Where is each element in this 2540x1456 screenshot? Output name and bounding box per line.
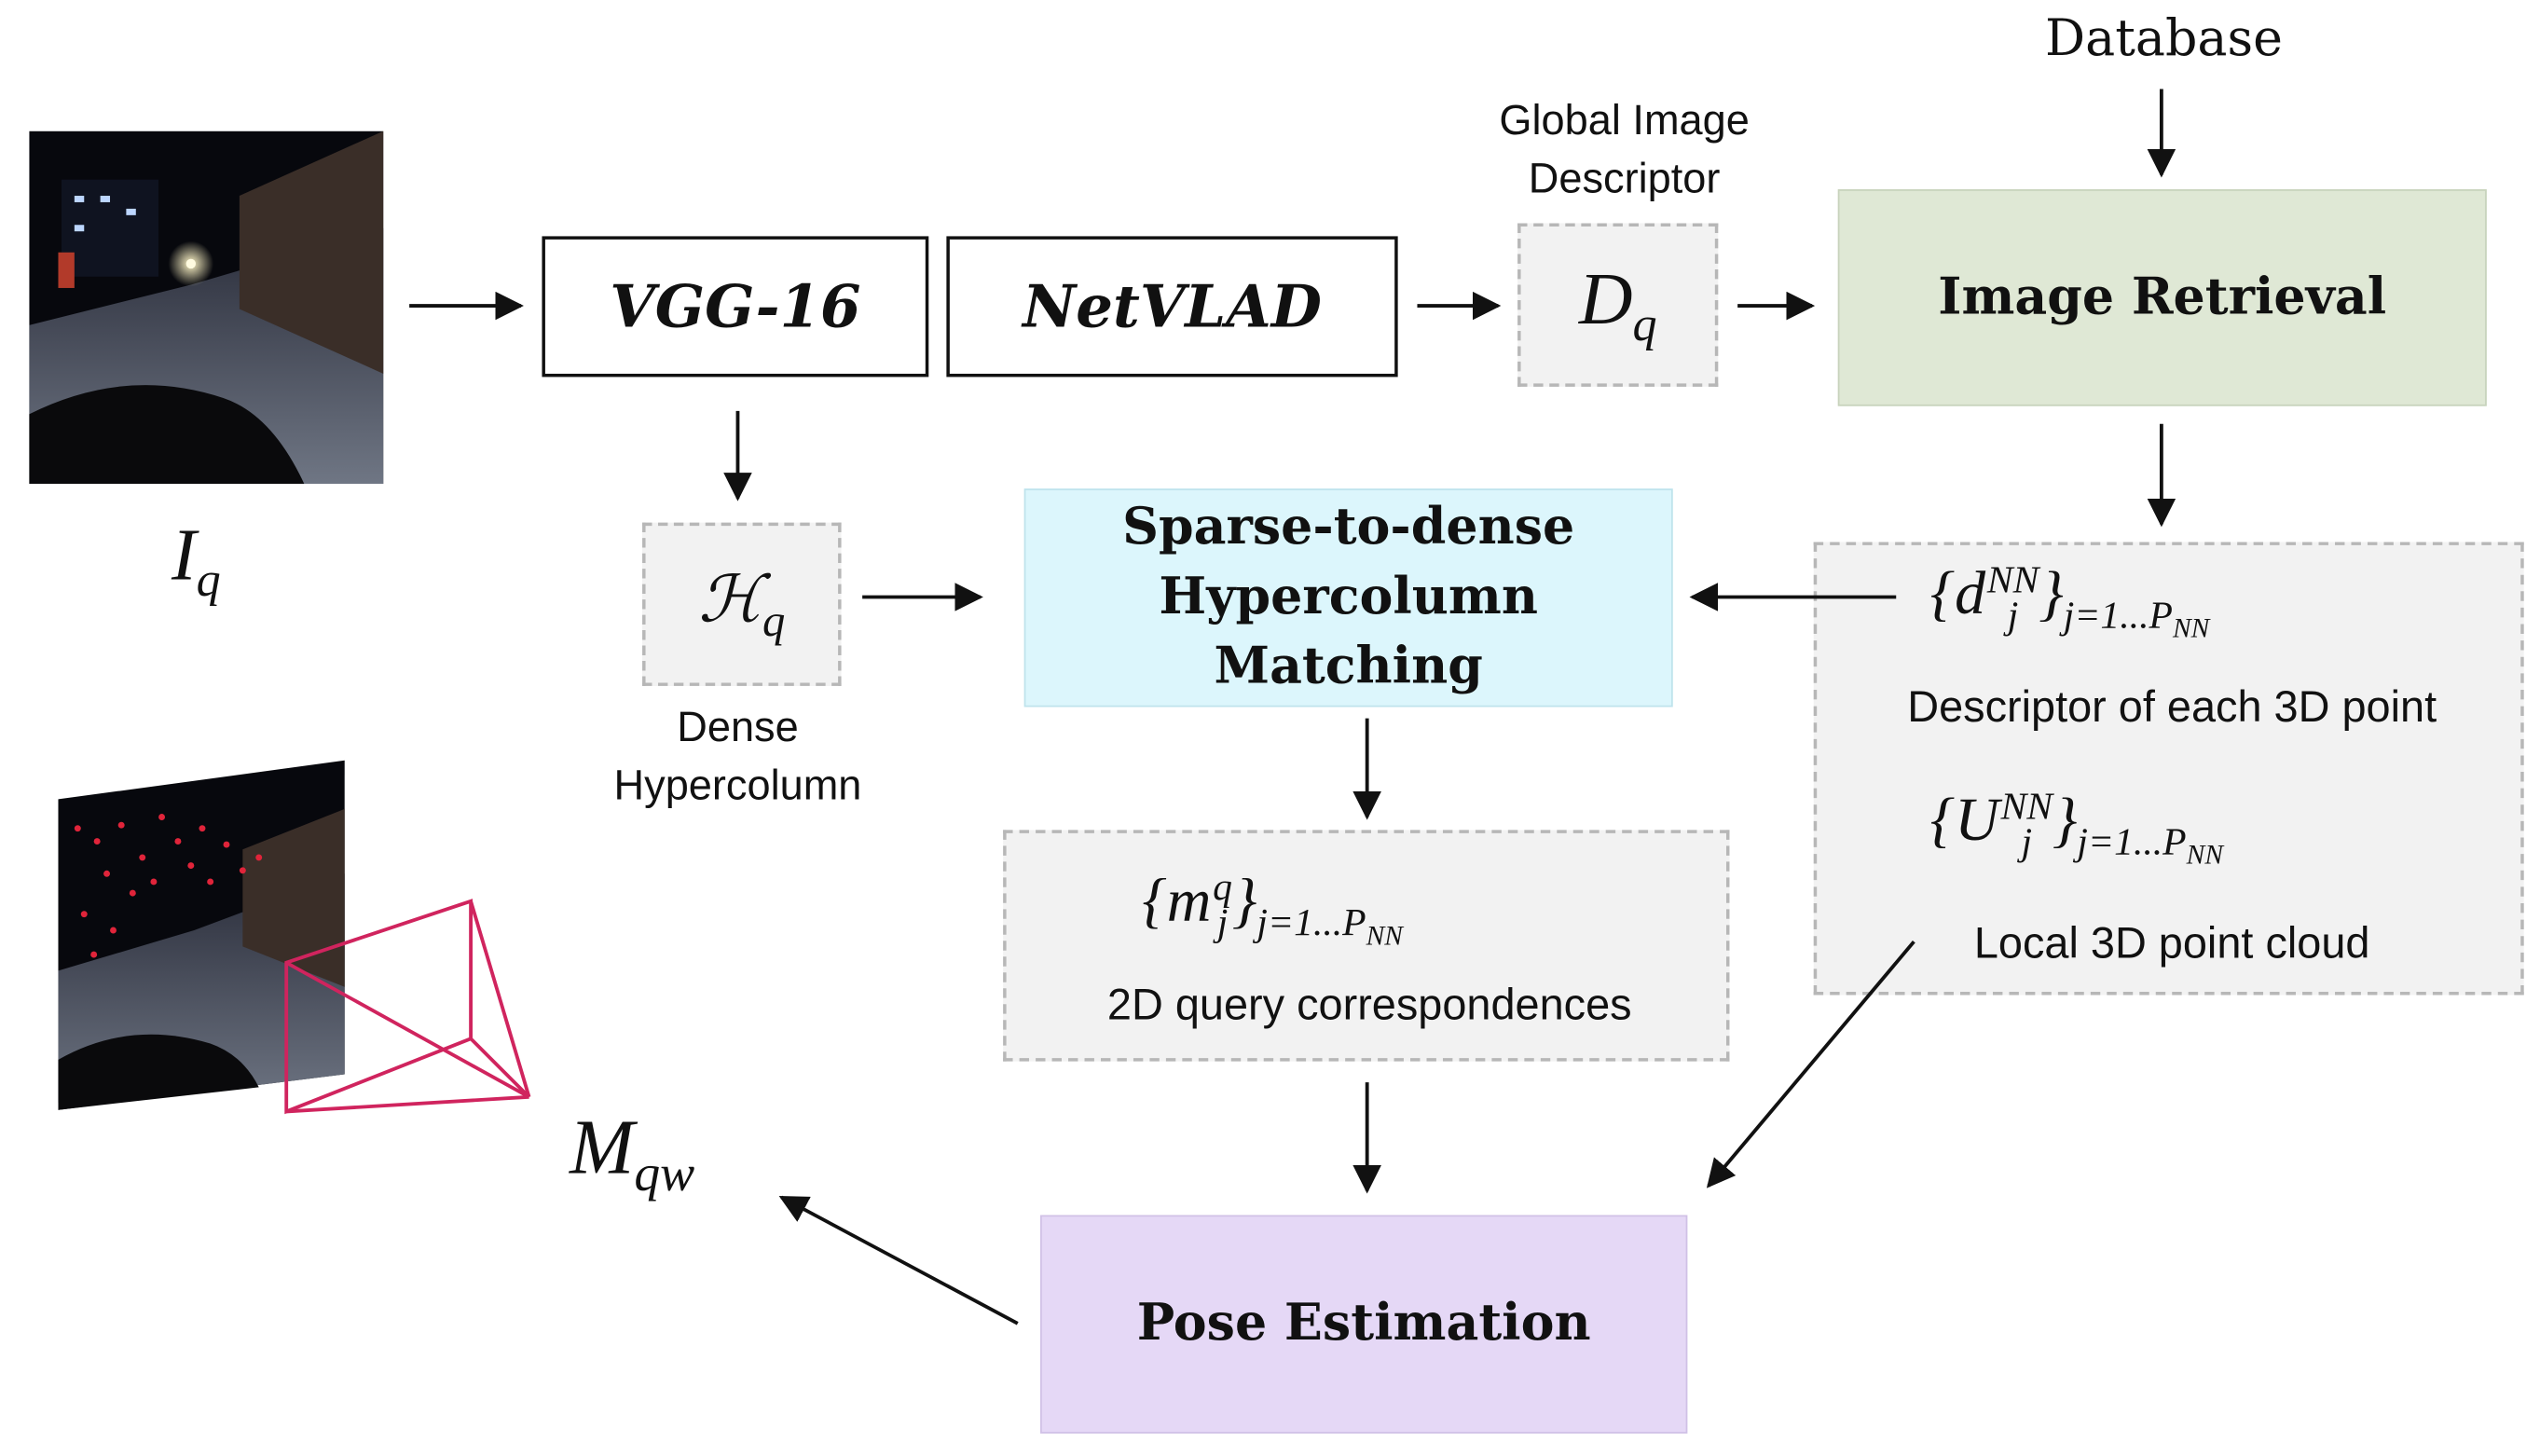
pose-symbol: Mqw (570, 1104, 694, 1203)
matching-label-line3: Matching (1214, 637, 1483, 696)
dense-hypercolumn-label: Dense Hypercolumn (566, 697, 909, 814)
query-image (29, 130, 384, 484)
pose-symbol-base: M (569, 1105, 635, 1191)
point-cloud-set-index-range-subscript: NN (2186, 838, 2224, 870)
global-descriptor-label-line2: Descriptor (1528, 153, 1721, 202)
point-cloud-set-close-brace: } (2053, 786, 2078, 855)
camera-frustum-icon (284, 899, 531, 1115)
pose-image (58, 760, 345, 1110)
dense-hypercolumn-label-line1: Dense (677, 702, 799, 751)
descriptor-set-superscript: NN (1986, 560, 2039, 603)
descriptor-of-each-3d-point-text: Descriptor of each 3D point (1907, 682, 2437, 732)
global-descriptor-symbol-subscript: q (1632, 298, 1657, 352)
hypercolumn-symbol-subscript: q (762, 596, 786, 647)
descriptor-set-base: d (1955, 559, 1986, 628)
matching-label-line1: Sparse-to-dense (1122, 498, 1575, 557)
local-3d-point-cloud-text: Local 3D point cloud (1973, 918, 2370, 968)
point-cloud-set-index-range: j=1...P (2077, 821, 2187, 864)
descriptor-set-index-range-subscript: NN (2172, 611, 2210, 643)
image-retrieval-label: Image Retrieval (1938, 268, 2387, 326)
hypercolumn-symbol-base: ℋ (698, 562, 762, 636)
local-3d-point-cloud-label: Local 3D point cloud (1817, 914, 2527, 972)
vgg16-block: VGG-16 (542, 236, 929, 378)
correspondence-set-index-range-subscript: NN (1366, 919, 1403, 951)
point-cloud-set-base: U (1955, 786, 1999, 855)
global-descriptor-box: Dq (1517, 223, 1719, 387)
query-image-symbol-base: I (171, 513, 197, 596)
sparse-to-dense-matching-block: Sparse-to-dense Hypercolumn Matching (1023, 488, 1673, 707)
2d-query-correspondences-label: 2D query correspondences (1007, 976, 1733, 1034)
database-label: Database (1990, 5, 2338, 73)
dense-hypercolumn-label-line2: Hypercolumn (613, 760, 862, 809)
point-cloud-set-superscript: NN (2000, 787, 2053, 830)
database-label-text: Database (2045, 9, 2283, 68)
image-retrieval-block: Image Retrieval (1837, 189, 2487, 406)
global-descriptor-label: Global Image Descriptor (1448, 90, 1800, 207)
arrow-pointcloud-to-pose (1706, 940, 1915, 1188)
2d-query-correspondences-text: 2D query correspondences (1106, 980, 1632, 1029)
descriptor-set-subscript: j (2007, 596, 2019, 639)
pose-symbol-subscript: qw (634, 1143, 695, 1202)
hypercolumn-symbol: ℋq (698, 560, 785, 648)
point-cloud-set-subscript: j (2021, 822, 2033, 865)
point-cloud-set-open-brace: { (1929, 786, 1956, 855)
netvlad-block: NetVLAD (946, 236, 1398, 378)
dense-hypercolumn-box: ℋq (642, 522, 842, 686)
vgg16-label: VGG-16 (610, 272, 861, 341)
pose-estimation-block: Pose Estimation (1040, 1215, 1688, 1434)
matching-label-line2: Hypercolumn (1159, 568, 1538, 626)
night-street-photo-icon (29, 130, 384, 484)
correspondence-set-subscript: j (1216, 903, 1229, 946)
correspondence-set-base: m (1166, 867, 1212, 936)
query-image-symbol: Iq (172, 511, 221, 608)
descriptor-set-index-range: j=1...P (2063, 595, 2173, 638)
flow-arrows (409, 89, 2176, 1326)
correspondence-set-close-brace: } (1232, 867, 1257, 936)
descriptor-set-close-brace: } (2039, 559, 2064, 628)
descriptor-of-each-3d-point-label: Descriptor of each 3D point (1817, 678, 2527, 735)
global-descriptor-label-line1: Global Image (1499, 95, 1750, 144)
sparse-to-dense-matching-label: Sparse-to-dense Hypercolumn Matching (1122, 493, 1574, 702)
netvlad-label: NetVLAD (1023, 272, 1322, 341)
correspondence-set-superscript: q (1213, 867, 1233, 910)
query-image-symbol-subscript: q (196, 553, 221, 608)
arrow-pose-to-output (778, 1195, 1019, 1326)
pose-estimation-label: Pose Estimation (1136, 1294, 1591, 1353)
correspondence-set-open-brace: { (1142, 867, 1167, 936)
correspondence-set-index-range: j=1...P (1256, 901, 1366, 944)
descriptor-set-open-brace: { (1929, 559, 1956, 628)
global-descriptor-symbol: Dq (1579, 256, 1657, 353)
global-descriptor-symbol-base: D (1578, 257, 1633, 341)
